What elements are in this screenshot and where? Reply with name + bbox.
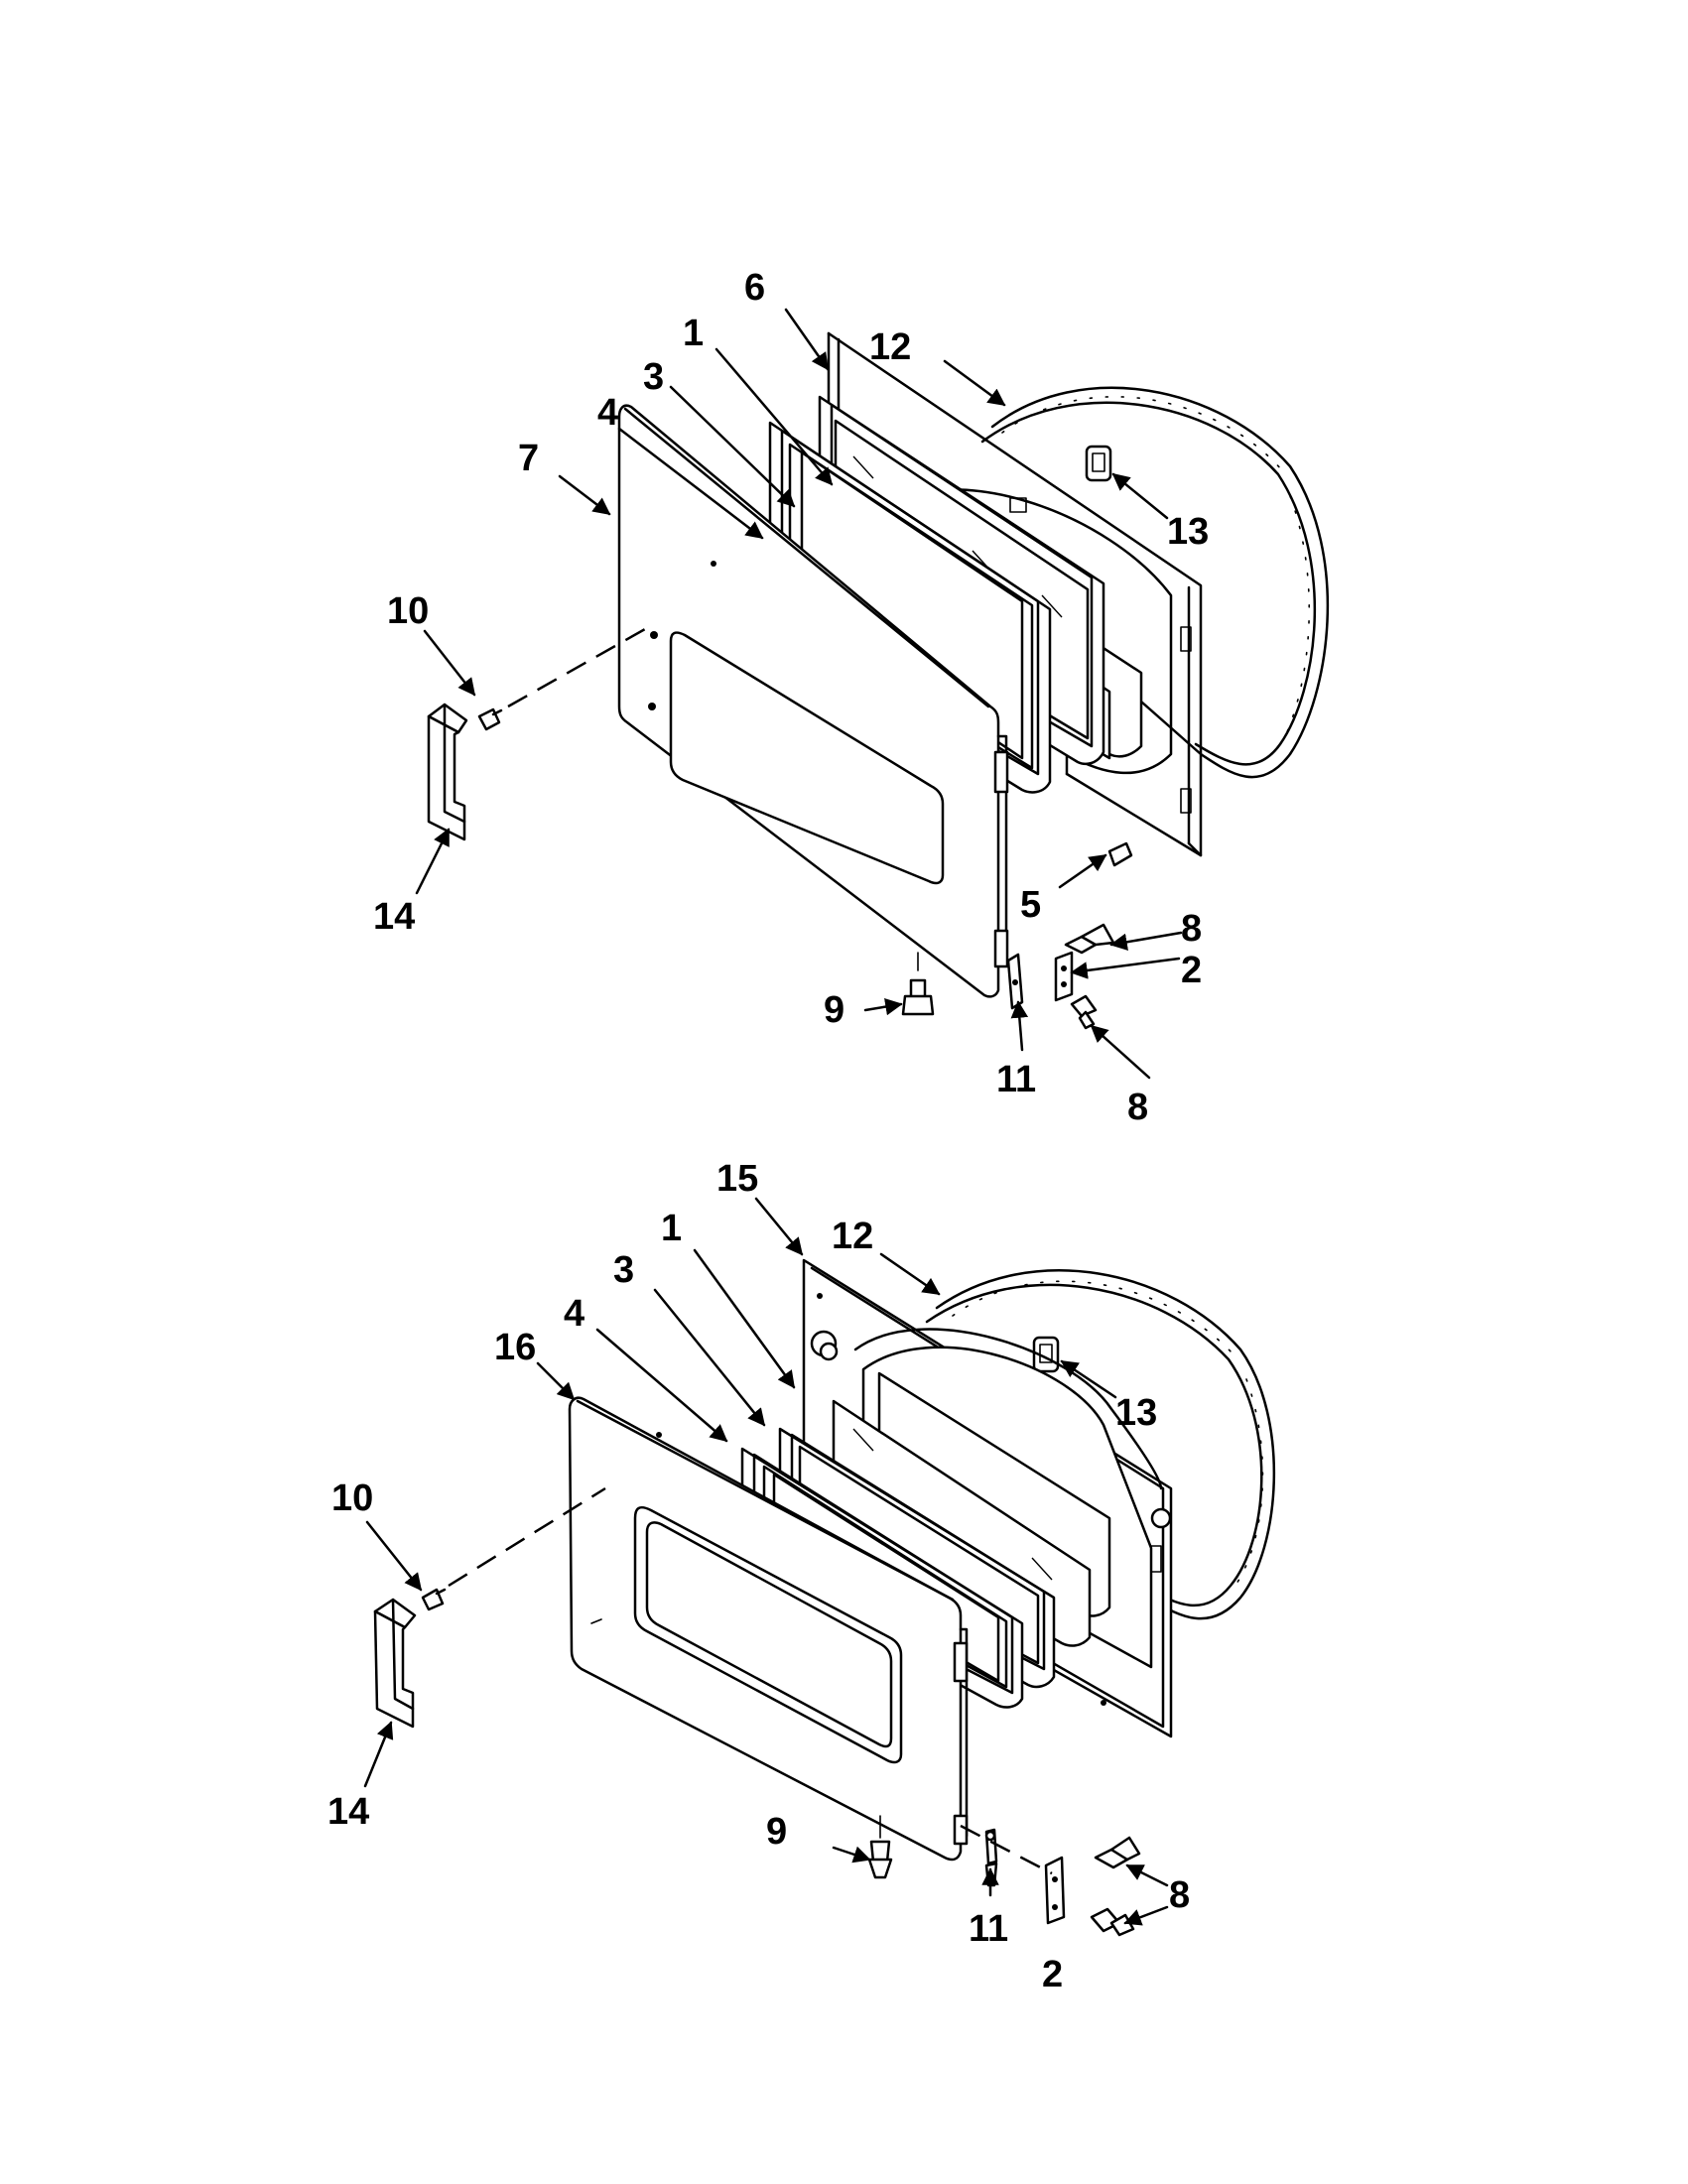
lower-door-gasket [925,1269,1276,1620]
upper-label-1: 1 [683,313,704,354]
upper-hinge-bracket [1054,951,1074,1002]
lower-door-assembly [373,1258,1276,1937]
lower-bottom-screw [867,1815,893,1879]
lower-label-4: 4 [564,1293,584,1335]
lower-label-10: 10 [331,1477,373,1519]
lower-label-14: 14 [327,1791,369,1833]
upper-label-14: 14 [373,896,415,938]
upper-label-7: 7 [518,438,539,479]
lower-hinge-bracket [1044,1856,1066,1925]
upper-door-handle [427,703,468,841]
upper-label-2: 2 [1181,950,1202,991]
upper-label-13: 13 [1167,511,1209,553]
lower-label-12: 12 [832,1216,873,1257]
upper-leader-arrows [415,308,1183,1080]
lower-label-15: 15 [716,1158,758,1200]
lower-leader-arrows [363,1197,1169,1926]
lower-part-labels: 15 1 12 3 4 16 13 10 14 9 8 8 11 2 [327,1158,1190,1995]
upper-handle-screw [477,707,503,731]
lower-door-handle [373,1598,417,1729]
lower-label-9: 9 [766,1811,787,1853]
upper-part-labels: 6 1 12 3 4 7 13 10 14 5 8 2 9 11 8 [373,267,1209,1128]
lower-outer-door-panel [568,1396,969,1862]
upper-label-10: 10 [387,590,429,632]
upper-label-8b: 8 [1127,1087,1148,1128]
upper-label-6: 6 [744,267,765,309]
lower-handle-screw [421,1588,447,1611]
upper-label-12: 12 [869,326,911,368]
lower-label-1: 1 [661,1208,682,1249]
upper-label-4: 4 [597,392,618,434]
lower-label-13: 13 [1115,1392,1157,1434]
upper-label-9: 9 [824,989,844,1031]
upper-hinge-screw-bottom [1070,994,1098,1030]
upper-outer-door-panel [617,404,1009,998]
lower-label-2: 2 [1042,1954,1063,1995]
upper-door-gasket [980,386,1330,779]
upper-hinge-screw-top [1064,923,1115,955]
upper-door-bumper [1107,841,1133,867]
upper-hinge-pin [1006,953,1024,1010]
upper-label-8a: 8 [1181,908,1202,950]
lower-hinge-screw-top [1094,1836,1141,1869]
lower-label-16: 16 [494,1327,536,1368]
lower-label-3: 3 [613,1249,634,1291]
lower-label-11: 11 [969,1908,1008,1950]
upper-bottom-screw [901,952,935,1016]
upper-door-assembly [427,331,1330,1030]
upper-gasket-clip [1085,445,1112,482]
upper-label-11: 11 [996,1059,1036,1100]
lower-hinge-alignment-line [960,1824,1053,1875]
upper-label-3: 3 [643,356,664,398]
lower-label-8a: 8 [1169,1874,1190,1916]
upper-label-5: 5 [1020,884,1041,926]
upper-handle-alignment-line [507,627,646,708]
lower-gasket-clip [1032,1336,1060,1373]
lower-handle-alignment-line [448,1486,606,1588]
